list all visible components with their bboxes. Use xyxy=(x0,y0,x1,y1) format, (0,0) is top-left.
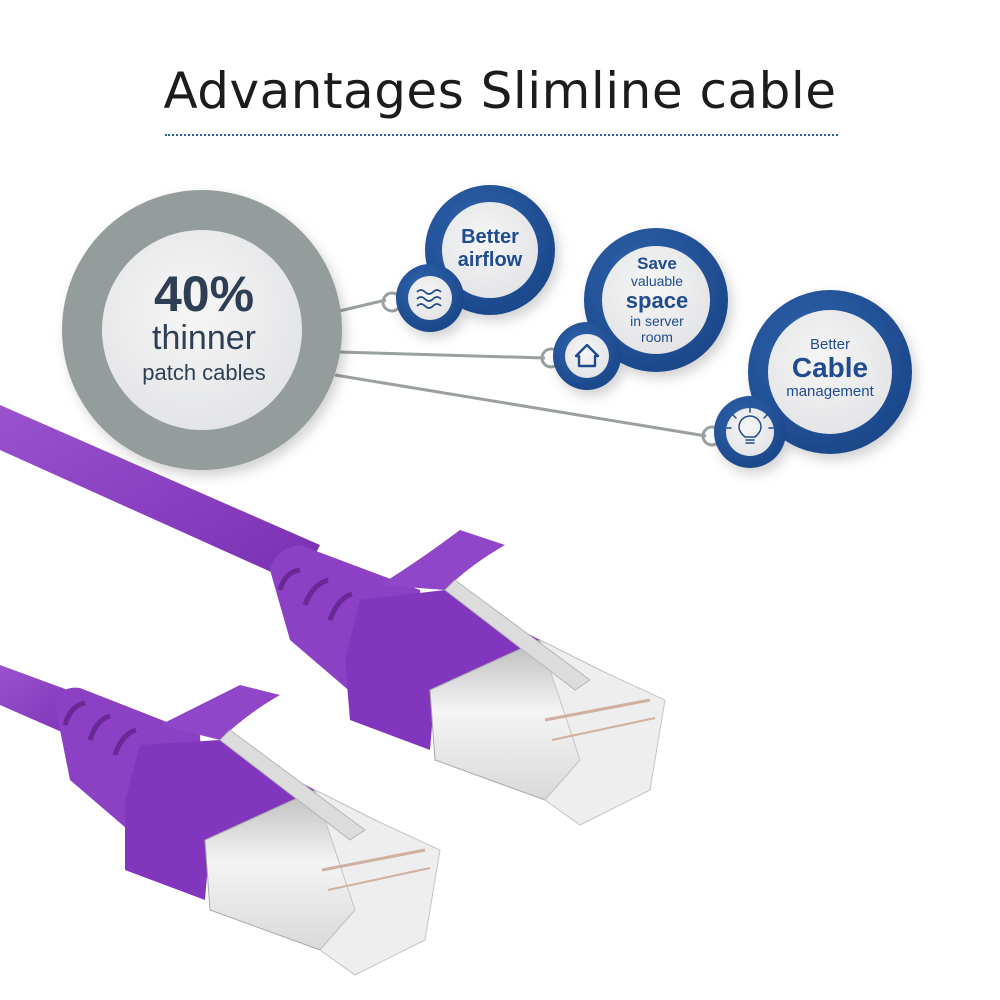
benefit-space-line2: valuable xyxy=(630,273,684,289)
title-underline xyxy=(165,134,838,136)
stat-circle xyxy=(62,190,342,470)
stat-label-thinner: thinner xyxy=(152,319,256,357)
benefit-airflow-line2: airflow xyxy=(457,249,523,271)
stat-label-patch-cables: patch cables xyxy=(142,360,266,385)
stat-value: 40% xyxy=(153,266,255,322)
airflow-waves-icon xyxy=(416,289,442,309)
benefit-cable-line2: Cable xyxy=(791,352,869,383)
benefit-cable-line1: Better xyxy=(809,336,851,353)
benefit-cable-text: Better Cable management xyxy=(772,336,888,401)
house-icon xyxy=(574,343,600,368)
benefit-airflow-text: Better airflow xyxy=(450,226,530,272)
page-title: Advantages Slimline cable xyxy=(163,62,837,120)
benefit-bubble-cable xyxy=(714,290,912,468)
patch-cable-lower xyxy=(0,665,441,976)
benefit-bubble-space xyxy=(553,228,728,390)
benefit-space-line4: in server xyxy=(630,313,684,329)
lightbulb-icon xyxy=(726,407,774,444)
benefit-space-text: Save valuable space in server room xyxy=(610,254,704,345)
benefit-cable-line3: management xyxy=(786,383,874,400)
patch-cable-upper xyxy=(0,405,666,826)
benefit-space-line3: space xyxy=(625,288,689,313)
benefit-bubble-airflow xyxy=(396,185,555,332)
benefit-space-line1: Save xyxy=(637,254,677,273)
benefit-space-line5: room xyxy=(641,329,673,345)
connector-lines xyxy=(334,291,723,447)
benefit-airflow-line1: Better xyxy=(461,226,519,248)
